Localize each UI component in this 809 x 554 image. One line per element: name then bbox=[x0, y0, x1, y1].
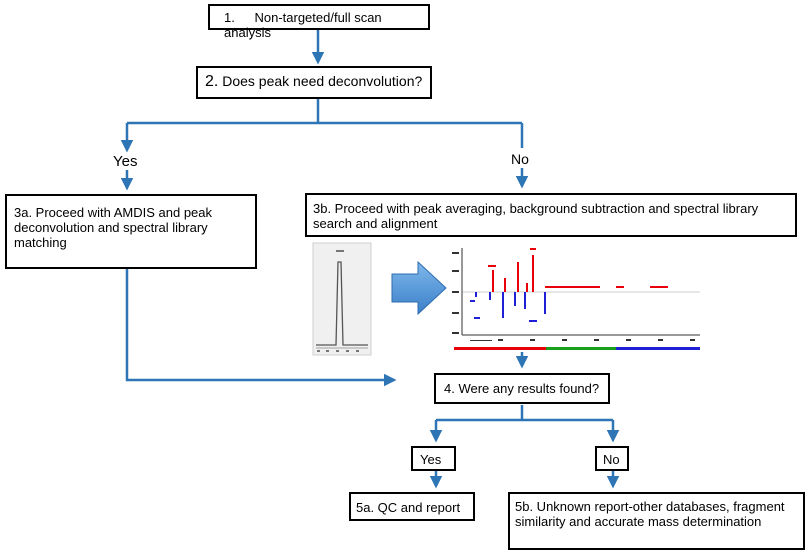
branch-yes-lower-box: Yes bbox=[411, 446, 456, 471]
step-3b-box: 3b. Proceed with peak averaging, backgro… bbox=[305, 193, 797, 237]
branch-no-lower-box: No bbox=[595, 446, 629, 471]
chromatogram-thumbnail bbox=[312, 242, 372, 356]
step-1-box: 1. Non-targeted/full scan analysis bbox=[208, 4, 430, 40]
branch-yes-upper: Yes bbox=[113, 153, 138, 170]
step-3a-text: 3a. Proceed with AMDIS and peak deconvol… bbox=[14, 205, 213, 250]
step-5a-box: 5a. QC and report bbox=[349, 492, 475, 521]
mass-spectrum-thumbnail bbox=[452, 248, 700, 350]
arrow-3a-to-4 bbox=[125, 268, 397, 387]
step-5a-text: 5a. QC and report bbox=[356, 500, 461, 515]
branch-no-upper: No bbox=[511, 151, 529, 167]
step-2-text: Does peak need deconvolution? bbox=[222, 73, 423, 89]
step-5b-text: 5b. Unknown report-other databases, frag… bbox=[515, 499, 785, 529]
step-1-number: 1. bbox=[224, 10, 235, 25]
step-2-number: 2. bbox=[205, 73, 219, 90]
branch-no-lower: No bbox=[603, 452, 620, 467]
branch-yes-lower: Yes bbox=[420, 452, 442, 467]
step-3a-box: 3a. Proceed with AMDIS and peak deconvol… bbox=[5, 194, 257, 269]
step-2-box: 2. Does peak need deconvolution? bbox=[196, 66, 432, 99]
step-4-text: 4. Were any results found? bbox=[444, 381, 600, 396]
step-3b-text: 3b. Proceed with peak averaging, backgro… bbox=[313, 201, 759, 231]
step-1-text: Non-targeted/full scan analysis bbox=[224, 10, 382, 40]
step-5b-box: 5b. Unknown report-other databases, frag… bbox=[508, 492, 805, 550]
step-4-box: 4. Were any results found? bbox=[434, 373, 610, 404]
right-arrow-icon bbox=[391, 260, 447, 316]
